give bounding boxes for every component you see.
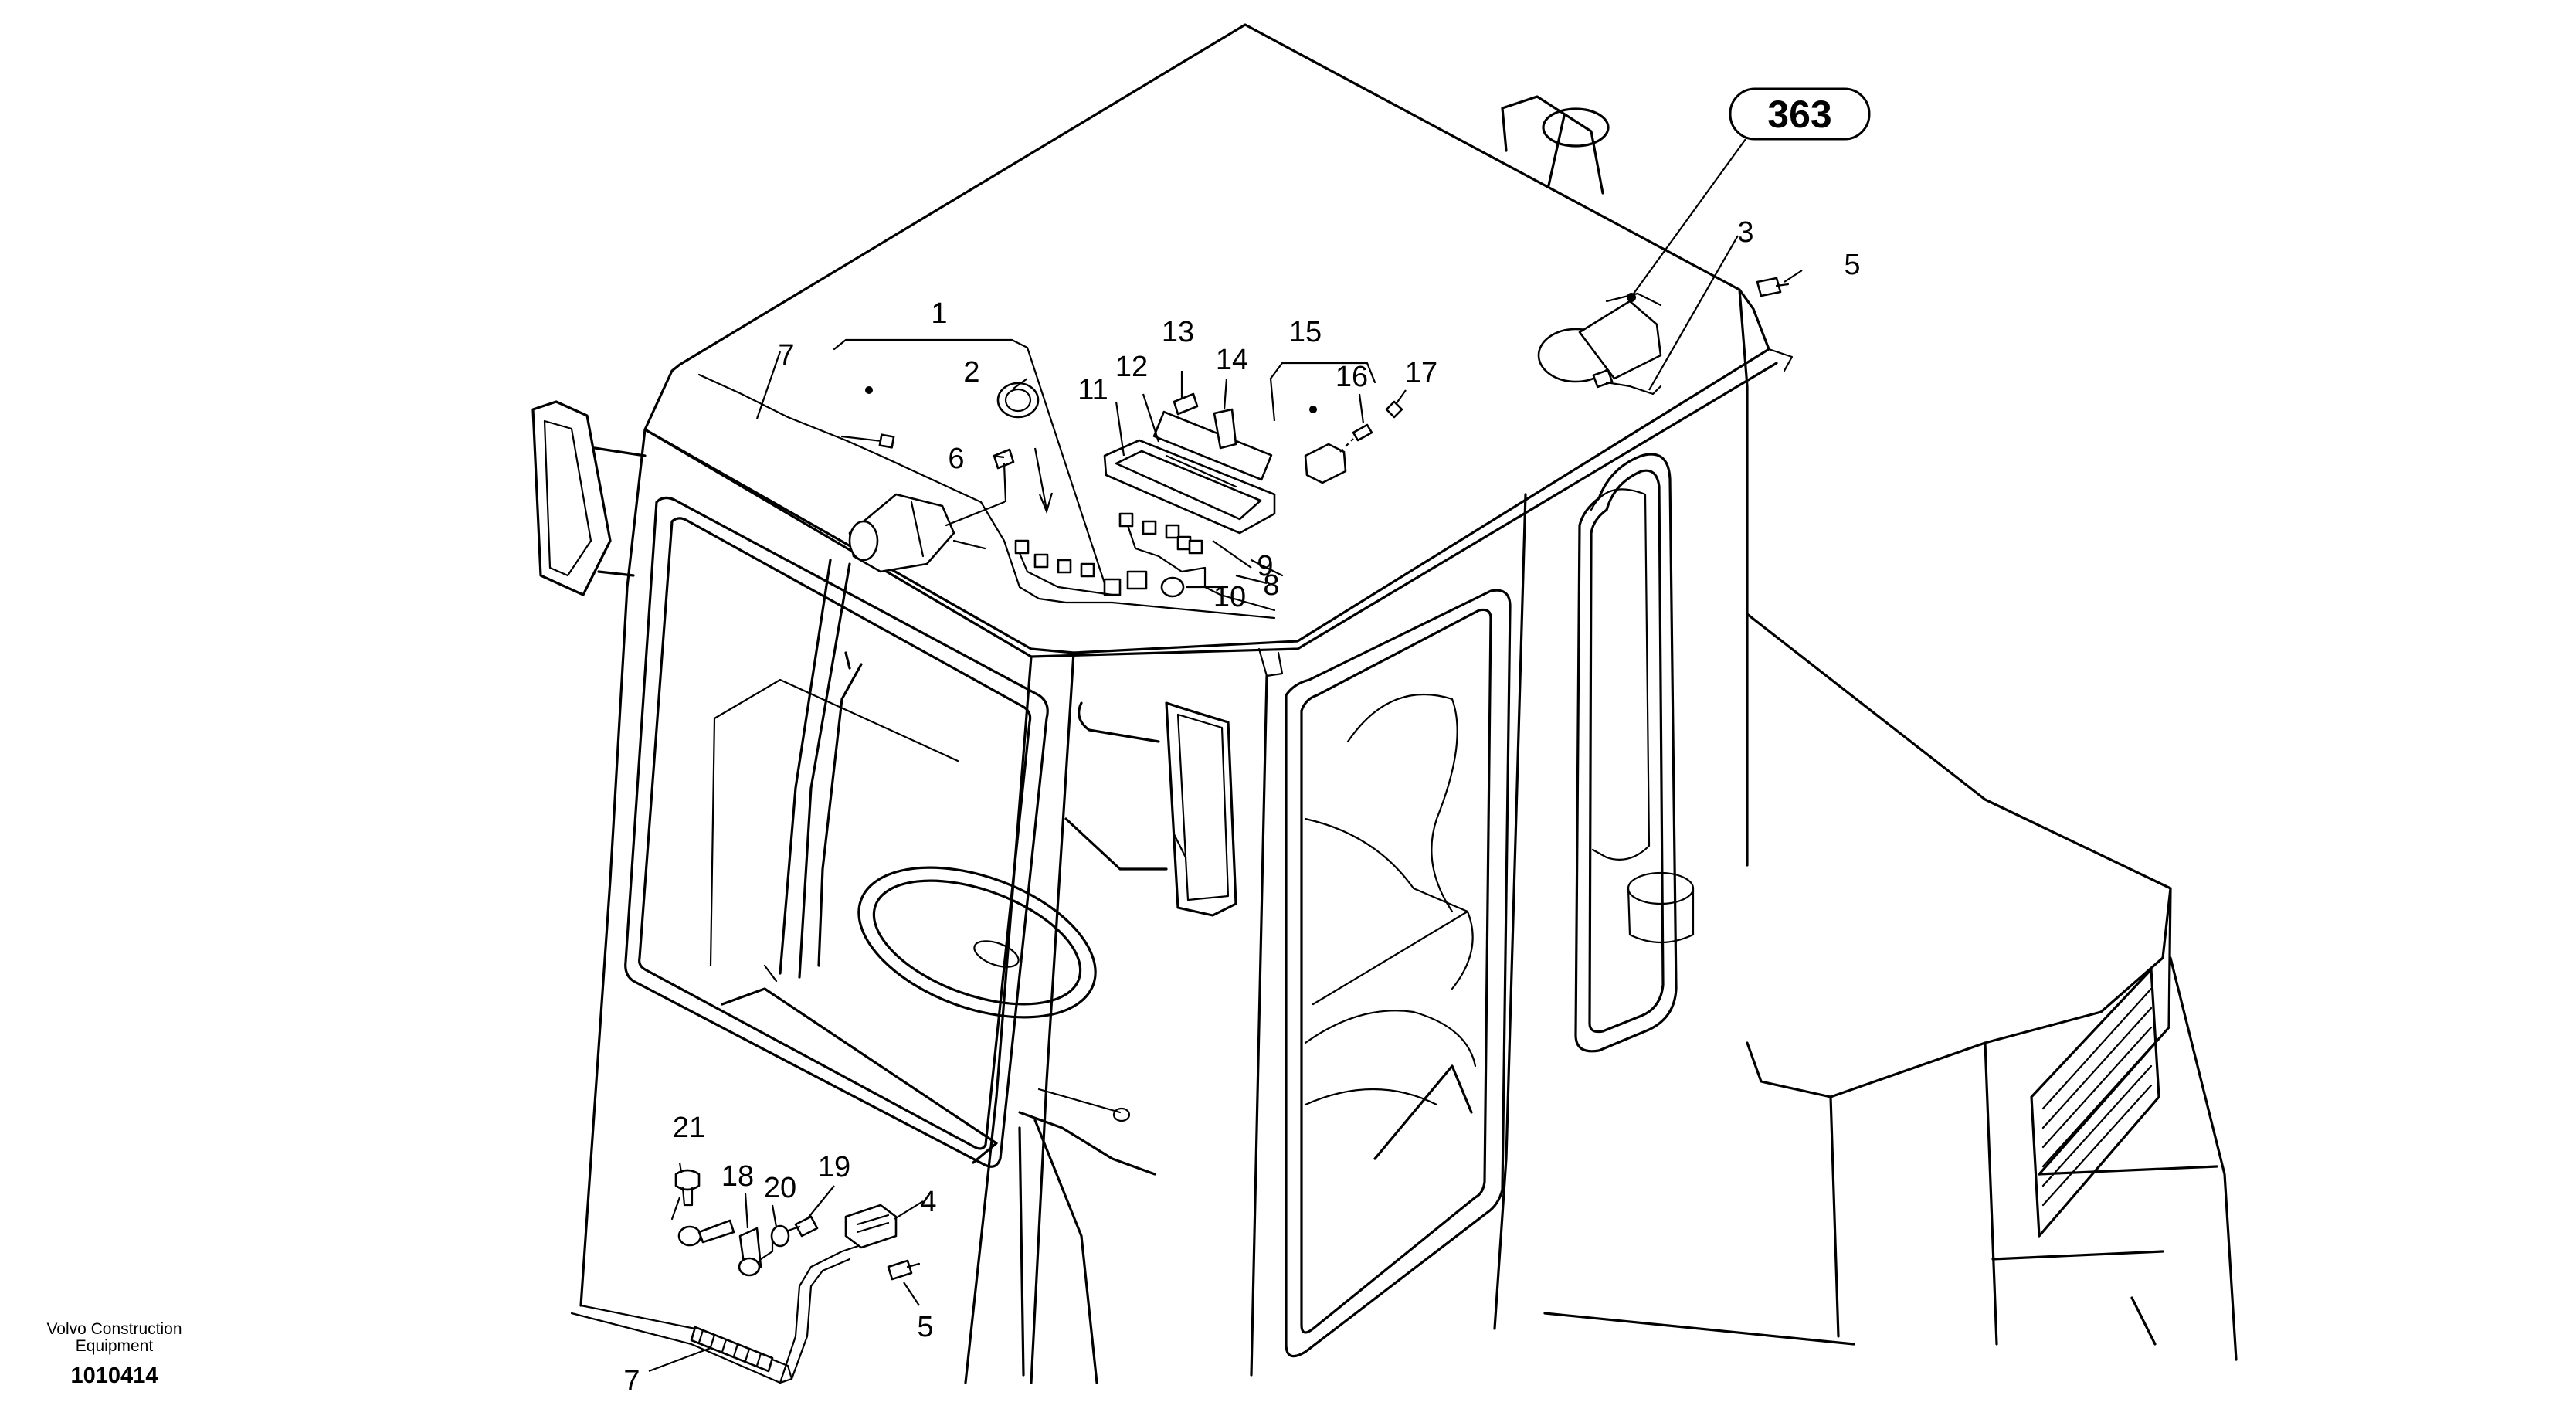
engine-hood [1543,613,2238,1361]
right-mirror [1064,701,1237,917]
callout-6: 6 [948,443,964,475]
callout-1: 1 [931,297,947,330]
windshield-frame [624,496,1049,1168]
callout-16: 16 [1336,361,1368,393]
wiper-arm [779,559,863,979]
dashboard [721,987,1156,1384]
callout-14: 14 [1216,344,1248,376]
callout-9: 9 [1257,550,1273,582]
lower-harness [570,1169,921,1384]
callout-7-bottom: 7 [623,1365,640,1397]
right-side-window [1574,453,1695,1053]
callout-2: 2 [963,356,979,389]
work-lamp [1537,277,1790,396]
callout-5-top: 5 [1844,249,1860,281]
callout-12: 12 [1115,351,1148,383]
callout-5-bottom: 5 [917,1311,933,1343]
callout-8: 8 [1263,569,1279,602]
callout-4: 4 [920,1186,936,1218]
callout-10: 10 [1213,581,1246,613]
left-mirror [531,400,647,596]
roof-harness-assembly [697,338,1403,620]
callout-3: 3 [1737,216,1753,249]
steering-wheel [857,866,1097,1019]
drawing-number: 1010414 [70,1363,158,1388]
publisher-label: Volvo Construction Equipment [46,1320,182,1355]
reference-badge: 363 [1729,87,1871,141]
callout-17: 17 [1405,357,1437,389]
cab-door [1285,589,1512,1358]
leader-lines [648,138,1803,1373]
callout-numbers: 1 2 3 4 5 5 6 7 7 8 9 10 11 12 13 14 15 … [623,216,1860,1397]
callout-20: 20 [764,1172,796,1204]
callout-18: 18 [721,1160,754,1193]
callout-11: 11 [1078,374,1108,406]
callout-13: 13 [1162,316,1194,348]
callout-21: 21 [673,1112,705,1144]
callout-19: 19 [818,1151,850,1183]
cab-outline [579,23,1794,1384]
callout-7-top: 7 [778,339,794,372]
callout-15: 15 [1289,316,1322,348]
reference-badge-label: 363 [1767,93,1831,136]
